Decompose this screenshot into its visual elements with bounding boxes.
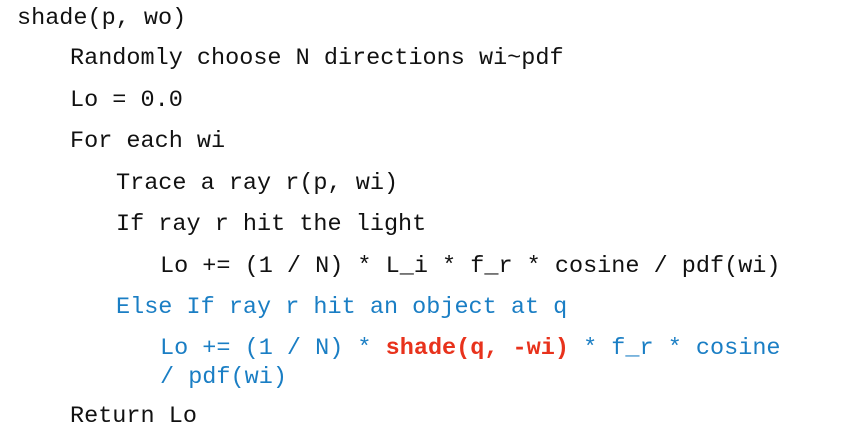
recursive-shade-call: shade(q, -wi) [385,335,569,362]
line-direct-lighting: Lo += (1 / N) * L_i * f_r * cosine / pdf… [160,253,781,280]
line-trace-ray: Trace a ray r(p, wi) [116,170,399,197]
indirect-prefix: Lo += (1 / N) * [160,335,386,362]
line-indirect-lighting: Lo += (1 / N) * shade(q, -wi) * f_r * co… [160,335,781,363]
line-init-lo: Lo = 0.0 [70,87,183,114]
line-else-if-hit-object: Else If ray r hit an object at q [116,294,568,321]
indirect-suffix: * f_r * cosine [568,335,781,362]
line-if-hit-light: If ray r hit the light [116,211,427,238]
line-indirect-continuation: / pdf(wi) [160,364,287,391]
line-return: Return Lo [70,403,197,430]
function-signature: shade(p, wo) [17,5,187,32]
line-choose-directions: Randomly choose N directions wi~pdf [70,45,564,72]
line-for-each: For each wi [70,128,226,155]
